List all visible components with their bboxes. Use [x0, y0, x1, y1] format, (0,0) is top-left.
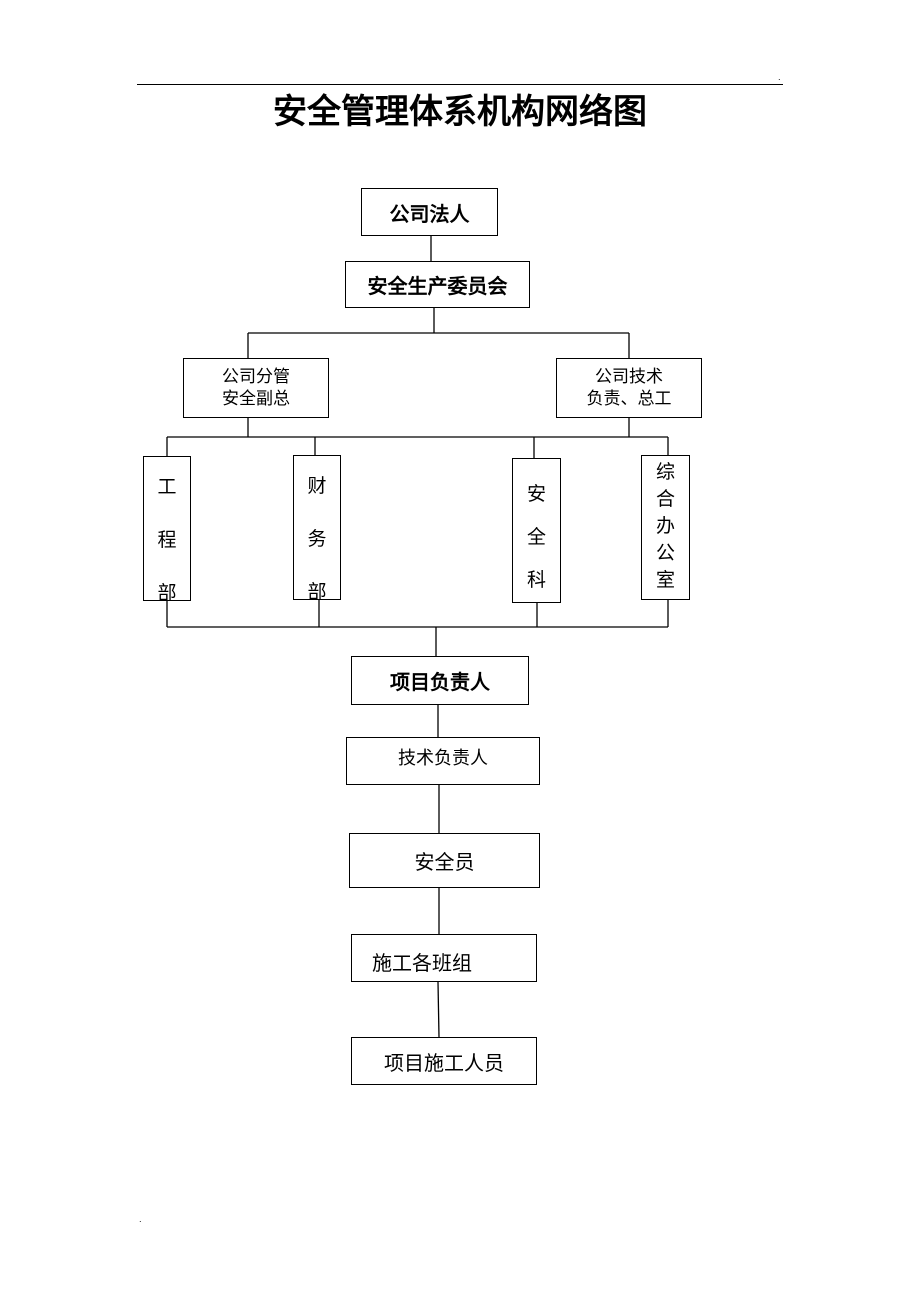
- node-project-manager: 项目负责人: [351, 656, 529, 705]
- connector-to-workers: [437, 981, 440, 1038]
- node-work-teams: 施工各班组: [351, 934, 537, 982]
- engineering-dept-char: 工: [157, 476, 177, 498]
- finance-dept-char: 财: [307, 475, 327, 497]
- node-chief-engineer: 公司技术 负责、总工: [556, 358, 702, 418]
- node-vp-safety-line1: 公司分管: [222, 367, 290, 387]
- admin-office-char: 合: [655, 488, 675, 510]
- node-chief-engineer-line1: 公司技术: [595, 367, 663, 387]
- safety-dept-char: 全: [526, 526, 546, 548]
- node-engineering-dept: 工 程 部: [143, 456, 191, 601]
- header-rule: [137, 84, 783, 85]
- finance-dept-char: 部: [307, 581, 327, 600]
- node-legal-person: 公司法人: [361, 188, 498, 236]
- admin-office-char: 综: [655, 461, 675, 483]
- node-finance-dept: 财 务 部: [293, 455, 341, 600]
- node-safety-committee: 安全生产委员会: [345, 261, 530, 308]
- engineering-dept-char: 部: [157, 582, 177, 601]
- admin-office-char: 公: [655, 542, 675, 564]
- node-project-workers-label: 项目施工人员: [384, 1050, 504, 1075]
- engineering-dept-char: 程: [157, 529, 177, 551]
- node-vp-safety: 公司分管 安全副总: [183, 358, 329, 418]
- node-admin-office: 综 合 办 公 室: [641, 455, 690, 600]
- node-technical-lead: 技术负责人: [346, 737, 540, 785]
- node-safety-committee-label: 安全生产委员会: [367, 274, 508, 298]
- footer-dot-mark: .: [139, 1215, 142, 1224]
- node-technical-lead-label: 技术负责人: [398, 748, 488, 769]
- node-legal-person-label: 公司法人: [389, 201, 470, 226]
- node-safety-officer: 安全员: [349, 833, 540, 888]
- admin-office-char: 办: [655, 515, 675, 537]
- header-dot-mark: .: [778, 73, 781, 82]
- admin-office-char: 室: [655, 569, 675, 591]
- page-title: 安全管理体系机构网络图: [273, 92, 647, 132]
- node-project-manager-label: 项目负责人: [390, 670, 490, 694]
- node-chief-engineer-line2: 负责、总工: [586, 389, 672, 409]
- node-work-teams-label: 施工各班组: [372, 951, 472, 975]
- node-vp-safety-line2: 安全副总: [222, 389, 290, 409]
- node-safety-dept: 安 全 科: [512, 458, 561, 603]
- node-project-workers: 项目施工人员: [351, 1037, 537, 1085]
- safety-dept-char: 安: [526, 483, 546, 505]
- node-safety-officer-label: 安全员: [414, 850, 475, 874]
- finance-dept-char: 务: [307, 528, 327, 550]
- safety-dept-char: 科: [526, 569, 546, 591]
